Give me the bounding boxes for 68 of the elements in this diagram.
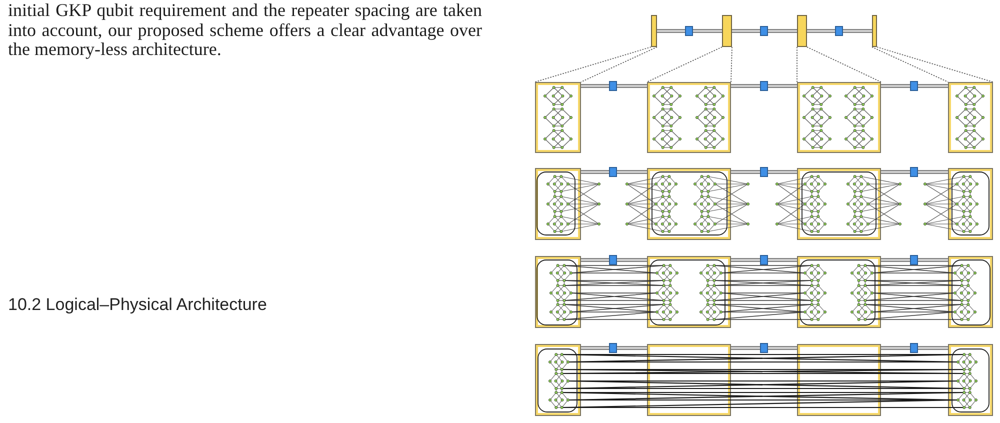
- dotted-guide-line: [872, 46, 948, 82]
- midpoint-station: [609, 255, 617, 265]
- repeater-station: [647, 344, 731, 416]
- double-line-link: [617, 258, 647, 262]
- midpoint-station: [609, 81, 617, 91]
- dotted-guide-line: [534, 46, 652, 82]
- repeater-station: [797, 344, 881, 416]
- double-line-link: [581, 346, 609, 350]
- double-line-link: [731, 346, 760, 350]
- midpoint-station: [910, 255, 918, 265]
- repeater-station: [797, 82, 881, 153]
- midpoint-station: [910, 167, 918, 177]
- repeater-station: [535, 82, 581, 153]
- double-line-link: [768, 258, 797, 262]
- repeater-station: [797, 256, 881, 328]
- double-line-link: [731, 170, 760, 174]
- midpoint-station: [760, 167, 768, 177]
- midpoint-station: [760, 81, 768, 91]
- midpoint-station: [760, 255, 768, 265]
- double-line-link: [732, 29, 760, 33]
- double-line-link: [881, 258, 910, 262]
- double-line-link: [731, 258, 760, 262]
- double-line-link: [768, 170, 797, 174]
- dotted-guide-line: [730, 46, 732, 82]
- body-paragraph: initial GKP qubit requirement and the repeater spacing are taken into account, our proposed scheme offers a clear advantage over the memory-less architecture.: [8, 1, 482, 60]
- repeater-station: [797, 15, 807, 47]
- double-line-link: [768, 84, 797, 88]
- double-line-link: [657, 29, 685, 33]
- midpoint-station: [910, 343, 918, 353]
- double-line-link: [581, 170, 609, 174]
- double-line-link: [918, 346, 948, 350]
- midpoint-station: [910, 81, 918, 91]
- double-line-link: [918, 170, 948, 174]
- midpoint-station: [760, 343, 768, 353]
- section-heading: 10.2 Logical–Physical Architecture: [8, 295, 267, 315]
- repeater-station: [872, 15, 877, 47]
- double-line-link: [918, 258, 948, 262]
- double-line-link: [768, 29, 797, 33]
- repeater-station: [647, 256, 731, 328]
- repeater-station: [722, 15, 732, 47]
- dotted-guide-line: [876, 46, 994, 82]
- double-line-link: [581, 258, 609, 262]
- midpoint-station: [685, 26, 693, 36]
- double-line-link: [693, 29, 722, 33]
- midpoint-station: [609, 343, 617, 353]
- dotted-guide-line: [580, 46, 658, 82]
- double-line-link: [843, 29, 872, 33]
- double-line-link: [881, 346, 910, 350]
- double-line-link: [807, 29, 835, 33]
- repeater-station: [948, 82, 993, 153]
- repeater-station: [535, 168, 581, 240]
- repeater-station: [647, 82, 731, 153]
- midpoint-station: [760, 26, 768, 36]
- dotted-guide-line: [646, 46, 722, 82]
- midpoint-station: [609, 167, 617, 177]
- dotted-guide-line: [796, 46, 798, 82]
- double-line-link: [617, 170, 647, 174]
- midpoint-station: [835, 26, 843, 36]
- double-line-link: [881, 84, 910, 88]
- double-line-link: [617, 346, 647, 350]
- repeater-station: [651, 15, 657, 47]
- double-line-link: [768, 346, 797, 350]
- double-line-link: [881, 170, 910, 174]
- dotted-guide-line: [806, 46, 882, 82]
- double-line-link: [918, 84, 948, 88]
- double-line-link: [581, 84, 609, 88]
- double-line-link: [731, 84, 760, 88]
- double-line-link: [617, 84, 647, 88]
